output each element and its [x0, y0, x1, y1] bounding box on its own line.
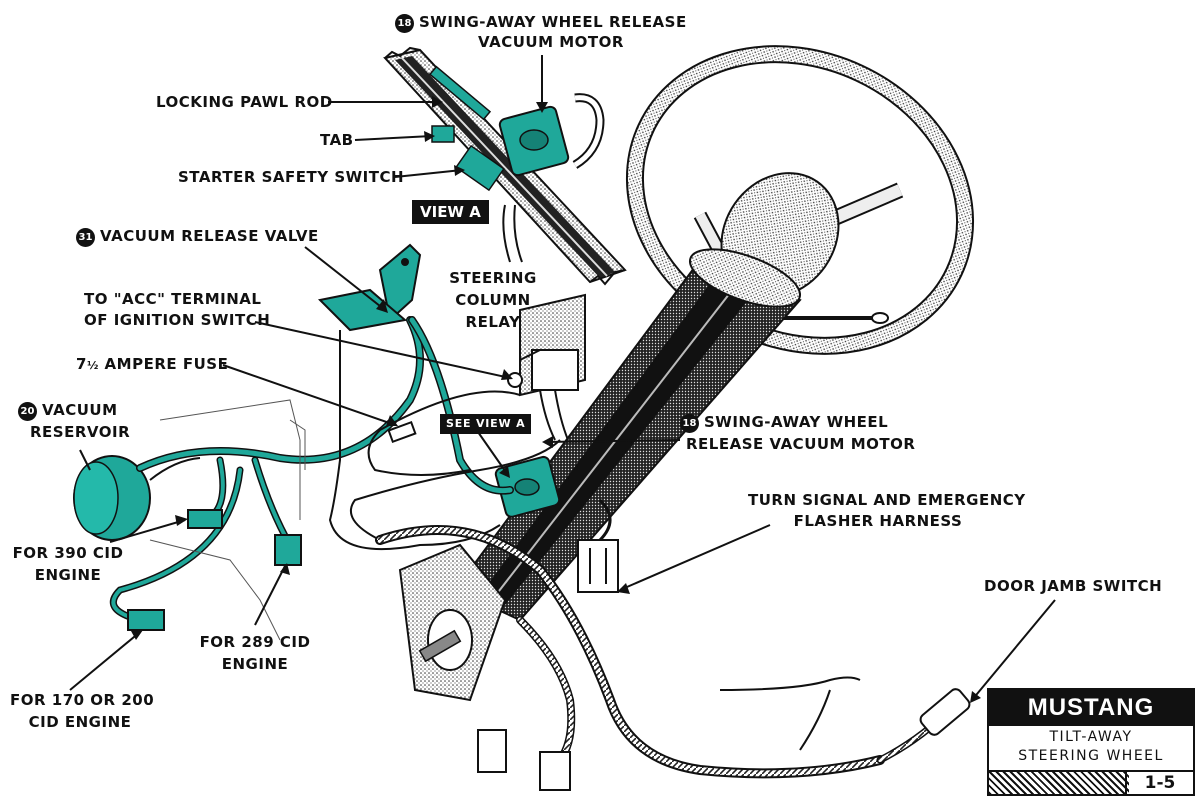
- cid390-label-line1: FOR 390 CID: [12, 544, 124, 562]
- check-valve-170-200: [127, 609, 165, 631]
- view-a-title-line2: VACUUM MOTOR: [478, 33, 624, 51]
- check-valve-289: [274, 534, 302, 566]
- fuse-label: 7½ AMPERE FUSE: [76, 354, 228, 376]
- leader-arrowheads: [131, 96, 981, 703]
- view-a-tag: VIEW A: [412, 200, 489, 224]
- acc-terminal: [507, 372, 523, 388]
- leader-lines: [69, 55, 1056, 701]
- connector-right: [539, 751, 571, 791]
- vacuum-hoses: [109, 316, 514, 624]
- callout-31-badge: 31: [76, 228, 95, 247]
- fuse-label-number: 7: [76, 355, 87, 373]
- cid170-label-line2: CID ENGINE: [28, 713, 132, 731]
- vacuum-reservoir-text: VACUUM: [42, 401, 118, 419]
- vacuum-reservoir: [73, 455, 201, 541]
- turn-signal-label-line1: TURN SIGNAL AND EMERGENCY: [748, 491, 1026, 509]
- door-jamb-switch-label: DOOR JAMB SWITCH: [984, 577, 1163, 595]
- fuse: [387, 420, 417, 444]
- column-motor-text: SWING-AWAY WHEEL: [704, 413, 889, 431]
- title-block: MUSTANG TILT-AWAY STEERING WHEEL 1-5: [987, 688, 1195, 796]
- cid170-label-line1: FOR 170 OR 200: [10, 691, 155, 709]
- vacuum-release-valve-label: 31 VACUUM RELEASE VALVE: [76, 226, 319, 247]
- view-a-title: SWING-AWAY WHEEL RELEASE: [419, 13, 687, 31]
- starter-safety-switch-label: STARTER SAFETY SWITCH: [178, 168, 405, 186]
- wiring: [328, 330, 561, 551]
- vacuum-reservoir-label-line2: RESERVOIR: [30, 423, 131, 441]
- cid289-label-line2: ENGINE: [221, 655, 289, 673]
- fuse-label-text: AMPERE FUSE: [98, 355, 229, 373]
- relay-label-line1: STEERING: [449, 269, 537, 287]
- column-motor-label-line2: RELEASE VACUUM MOTOR: [686, 435, 916, 453]
- title-block-subtitle: TILT-AWAY STEERING WHEEL: [989, 728, 1193, 766]
- acc-terminal-label-line2: OF IGNITION SWITCH: [84, 311, 271, 329]
- relay-label-line3: RELAY: [465, 313, 521, 331]
- relay-label-line2: COLUMN: [455, 291, 531, 309]
- steering-column-relay: [519, 293, 586, 441]
- callout-18-badge: 18: [395, 14, 414, 33]
- cid289-label-line1: FOR 289 CID: [199, 633, 311, 651]
- locking-pawl-rod-label: LOCKING PAWL ROD: [156, 93, 333, 111]
- vacuum-reservoir-label-line1: 20 VACUUM: [18, 400, 118, 421]
- turn-signal-label-line2: FLASHER HARNESS: [793, 512, 963, 530]
- fuse-label-fraction: ½: [86, 359, 99, 372]
- column-motor-label-line1: 18 SWING-AWAY WHEEL: [680, 412, 888, 433]
- callout-20-badge: 20: [18, 402, 37, 421]
- check-valve-390: [187, 509, 223, 529]
- see-view-a-tag: SEE VIEW A: [440, 414, 532, 434]
- tab-label: TAB: [320, 131, 354, 149]
- title-block-page-number: 1-5: [1125, 770, 1193, 794]
- vacuum-release-valve-text: VACUUM RELEASE VALVE: [100, 227, 319, 245]
- view-a-title-label: 18 SWING-AWAY WHEEL RELEASE: [395, 12, 687, 33]
- acc-terminal-label-line1: TO "ACC" TERMINAL: [84, 290, 262, 308]
- vacuum-release-valve: [317, 243, 422, 332]
- title-block-line1: TILT-AWAY: [1049, 729, 1133, 745]
- view-a-inset: [383, 46, 627, 286]
- firewall-outline: [149, 399, 306, 641]
- callout-18b-badge: 18: [680, 414, 699, 433]
- connector-left: [477, 729, 507, 773]
- title-block-hatch: [989, 770, 1129, 794]
- title-block-heading: MUSTANG: [989, 690, 1193, 726]
- title-block-line2: STEERING WHEEL: [1018, 748, 1164, 764]
- cid390-label-line2: ENGINE: [34, 566, 102, 584]
- door-jamb-switch: [919, 688, 971, 736]
